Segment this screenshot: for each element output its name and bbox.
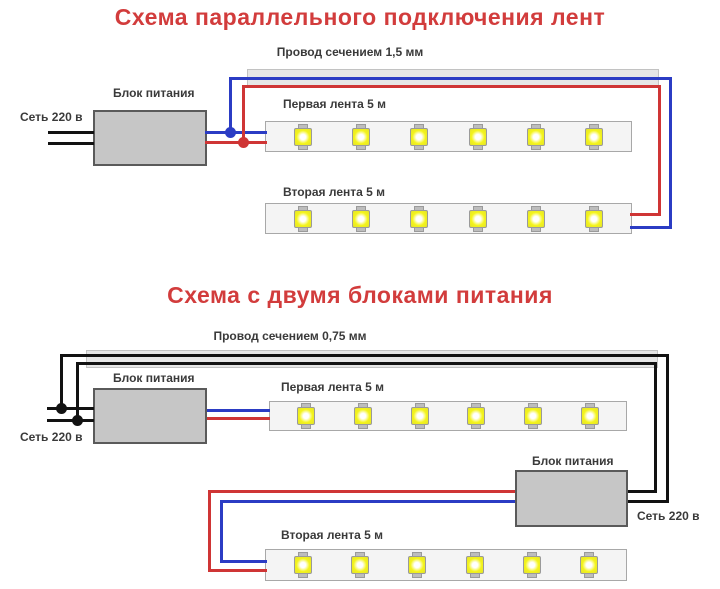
led-icon xyxy=(353,403,372,429)
led-icon xyxy=(297,403,316,429)
wire-blue-psu2-drop xyxy=(220,500,223,563)
wire-red-riser-left xyxy=(242,85,245,144)
diagram2-wire-section-label: Провод сечением 0,75 мм xyxy=(213,329,367,343)
led-icon xyxy=(408,552,427,578)
wire-red-drop-right xyxy=(658,85,661,216)
led-icon xyxy=(580,403,599,429)
diagram1-title: Схема параллельного подключения лент xyxy=(114,4,606,30)
led-icon xyxy=(410,123,429,150)
wire-red-psu1-out xyxy=(207,417,270,420)
wire-black-riser-outer xyxy=(60,354,63,410)
wire-blue-riser-left xyxy=(229,77,232,134)
wire-red-psu-out xyxy=(205,141,267,144)
diagram2-mains-label-right: Сеть 220 в xyxy=(637,509,700,523)
wire-black-top-inner xyxy=(76,362,657,365)
led-icon xyxy=(350,552,369,578)
wire-mains-bottom xyxy=(47,419,94,422)
wire-black-top-outer xyxy=(60,354,669,357)
diagram1-strip2-label: Вторая лента 5 м xyxy=(283,185,386,199)
led-strip xyxy=(265,121,632,152)
led-icon xyxy=(580,552,599,578)
junction-dot-black-top xyxy=(56,403,67,414)
diagram2-strip2-label: Вторая лента 5 м xyxy=(281,528,384,542)
led-icon xyxy=(467,403,486,429)
led-icon xyxy=(584,123,603,150)
wire-mains-bottom xyxy=(48,142,94,145)
wire-black-drop-inner xyxy=(654,362,657,493)
diagram1-psu-label: Блок питания xyxy=(113,86,195,100)
led-strip xyxy=(265,203,632,234)
diagram2-title: Схема с двумя блоками питания xyxy=(167,282,553,308)
wire-mains-top xyxy=(47,407,94,410)
led-icon xyxy=(526,123,545,150)
wire-blue-psu1-out xyxy=(207,409,270,412)
led-icon xyxy=(410,403,429,429)
wire-mains-top xyxy=(48,131,94,134)
wire-red-strip2-feed xyxy=(630,213,661,216)
led-icon xyxy=(584,205,603,232)
wire-black-riser-inner xyxy=(76,362,79,422)
wire-blue-top-run xyxy=(229,77,672,80)
diagram2-mains-label-left: Сеть 220 в xyxy=(20,430,83,444)
led-icon xyxy=(352,205,371,232)
junction-dot-blue xyxy=(225,127,236,138)
diagram1-mains-label: Сеть 220 в xyxy=(20,110,83,124)
junction-dot-black-bottom xyxy=(72,415,83,426)
wire-blue-drop-right xyxy=(669,77,672,229)
wire-black-drop-outer xyxy=(666,354,669,503)
led-icon xyxy=(294,123,313,150)
led-icon xyxy=(293,552,312,578)
wire-blue-psu-out xyxy=(205,131,267,134)
diagram2-wire-bundle xyxy=(86,350,658,368)
wire-black-psu2-feed-outer xyxy=(628,500,669,503)
wire-blue-strip2-feed xyxy=(630,226,672,229)
diagram2-psu1-box xyxy=(93,388,207,444)
wire-red-strip2-feed xyxy=(208,569,267,572)
led-icon xyxy=(522,552,541,578)
diagram2-psu1-label: Блок питания xyxy=(113,371,195,385)
wire-black-psu2-feed-inner xyxy=(628,490,657,493)
junction-dot-red xyxy=(238,137,249,148)
diagram1-psu-box xyxy=(93,110,207,166)
diagram1-strip1-label: Первая лента 5 м xyxy=(283,97,387,111)
diagram2-psu2-box xyxy=(515,470,628,527)
led-icon xyxy=(468,205,487,232)
led-icon xyxy=(526,205,545,232)
wire-blue-psu2-run xyxy=(220,500,515,503)
wire-red-psu2-drop xyxy=(208,490,211,572)
diagram2-psu2-label: Блок питания xyxy=(532,454,614,468)
diagram1-wire-section-label: Провод сечением 1,5 мм xyxy=(276,45,424,59)
led-strip xyxy=(265,549,627,581)
led-icon xyxy=(523,403,542,429)
led-strip xyxy=(269,401,627,431)
led-icon xyxy=(352,123,371,150)
led-icon xyxy=(410,205,429,232)
wire-blue-strip2-feed xyxy=(220,560,267,563)
led-icon xyxy=(294,205,313,232)
led-icon xyxy=(465,552,484,578)
wire-red-top-run xyxy=(242,85,661,88)
led-icon xyxy=(468,123,487,150)
diagram2-strip1-label: Первая лента 5 м xyxy=(281,380,385,394)
wire-red-psu2-run xyxy=(208,490,515,493)
